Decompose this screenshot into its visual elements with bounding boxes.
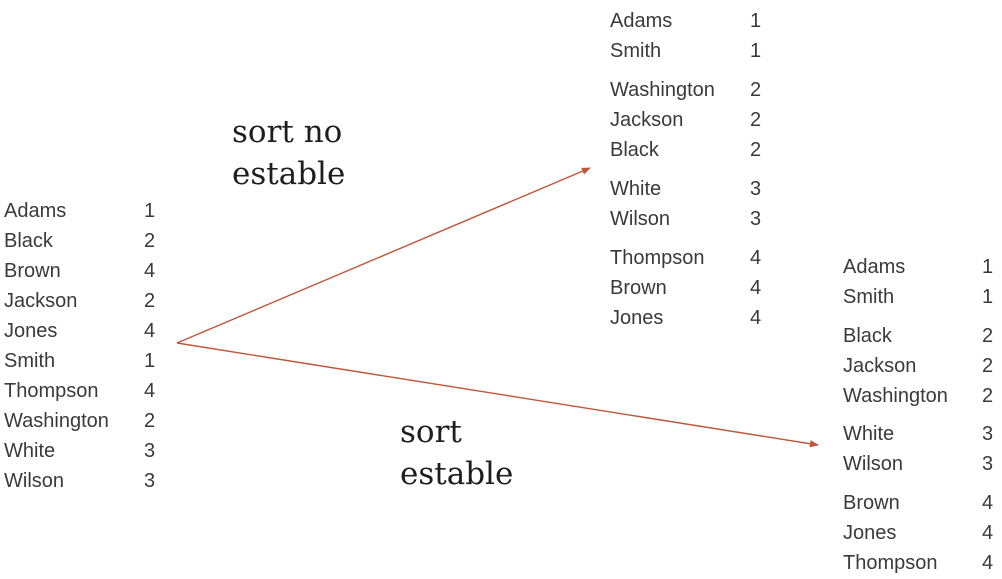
row-name: Washington [610, 79, 715, 101]
row-key: 2 [144, 410, 156, 432]
input-list: Adams 1 Black 2 Brown 4 Jackson 2 Jones 4 Smi… [4, 196, 174, 496]
row-key: 4 [982, 522, 994, 544]
row-key: 3 [144, 470, 156, 492]
row-name: Jones [843, 522, 897, 544]
unstable-sort-label-line2: estable [232, 156, 346, 192]
row-name: Smith [4, 350, 56, 372]
row-name: Black [843, 325, 892, 347]
row-key: 2 [982, 355, 994, 377]
row-name: Adams [843, 256, 906, 278]
row-key: 2 [750, 79, 762, 101]
row-key: 2 [750, 109, 762, 131]
row-name: Black [4, 230, 53, 252]
arrow-to-stable [176, 342, 819, 448]
row-name: Adams [4, 200, 67, 222]
row-name: Jones [4, 320, 58, 342]
row-key: 2 [750, 139, 762, 161]
row-key: 3 [144, 440, 156, 462]
row-name: White [610, 178, 662, 200]
stable-sort-label-line1: sort [400, 414, 462, 450]
unstable-sorted-list: Adams 1 Smith 1 Washington 2 Jackson 2 Black… [610, 6, 780, 336]
row-key: 4 [750, 277, 762, 299]
row-name: Adams [610, 10, 673, 32]
row-key: 1 [982, 256, 994, 278]
row-key: 2 [982, 385, 994, 407]
row-name: Wilson [610, 208, 671, 230]
stable-sorted-list: Adams 1 Smith 1 Black 2 Jackson 2 Washington… [843, 252, 1002, 579]
row-key: 4 [750, 307, 762, 329]
row-key: 2 [144, 230, 156, 252]
row-name: Smith [843, 286, 895, 308]
row-key: 2 [982, 325, 994, 347]
row-key: 3 [982, 423, 994, 445]
row-name: Jackson [4, 290, 78, 312]
row-key: 1 [144, 350, 156, 372]
unstable-sort-label: sort no estable [232, 111, 345, 195]
row-name: Brown [843, 492, 900, 514]
row-name: Thompson [610, 247, 705, 269]
stable-sort-label: sort estable [400, 411, 513, 495]
row-name: White [843, 423, 895, 445]
stable-sort-label-line2: estable [400, 456, 514, 492]
row-name: Washington [843, 385, 948, 407]
unstable-sort-label-line1: sort no [232, 114, 343, 150]
row-key: 4 [144, 320, 156, 342]
row-key: 4 [982, 552, 994, 574]
row-name: Smith [610, 40, 662, 62]
row-name: Wilson [843, 453, 904, 475]
row-key: 3 [750, 178, 762, 200]
row-key: 4 [144, 380, 156, 402]
row-name: White [4, 440, 56, 462]
row-name: Brown [4, 260, 61, 282]
row-key: 1 [982, 286, 994, 308]
row-key: 3 [982, 453, 994, 475]
row-key: 3 [750, 208, 762, 230]
row-name: Black [610, 139, 659, 161]
row-key: 4 [982, 492, 994, 514]
row-name: Brown [610, 277, 667, 299]
row-key: 1 [750, 40, 762, 62]
row-name: Wilson [4, 470, 65, 492]
row-key: 4 [750, 247, 762, 269]
row-name: Jackson [610, 109, 684, 131]
row-name: Jones [610, 307, 664, 329]
row-name: Jackson [843, 355, 917, 377]
row-key: 2 [144, 290, 156, 312]
row-key: 1 [144, 200, 156, 222]
row-name: Washington [4, 410, 109, 432]
row-name: Thompson [4, 380, 99, 402]
row-key: 4 [144, 260, 156, 282]
arrow-to-unstable [176, 167, 591, 344]
row-name: Thompson [843, 552, 938, 574]
row-key: 1 [750, 10, 762, 32]
